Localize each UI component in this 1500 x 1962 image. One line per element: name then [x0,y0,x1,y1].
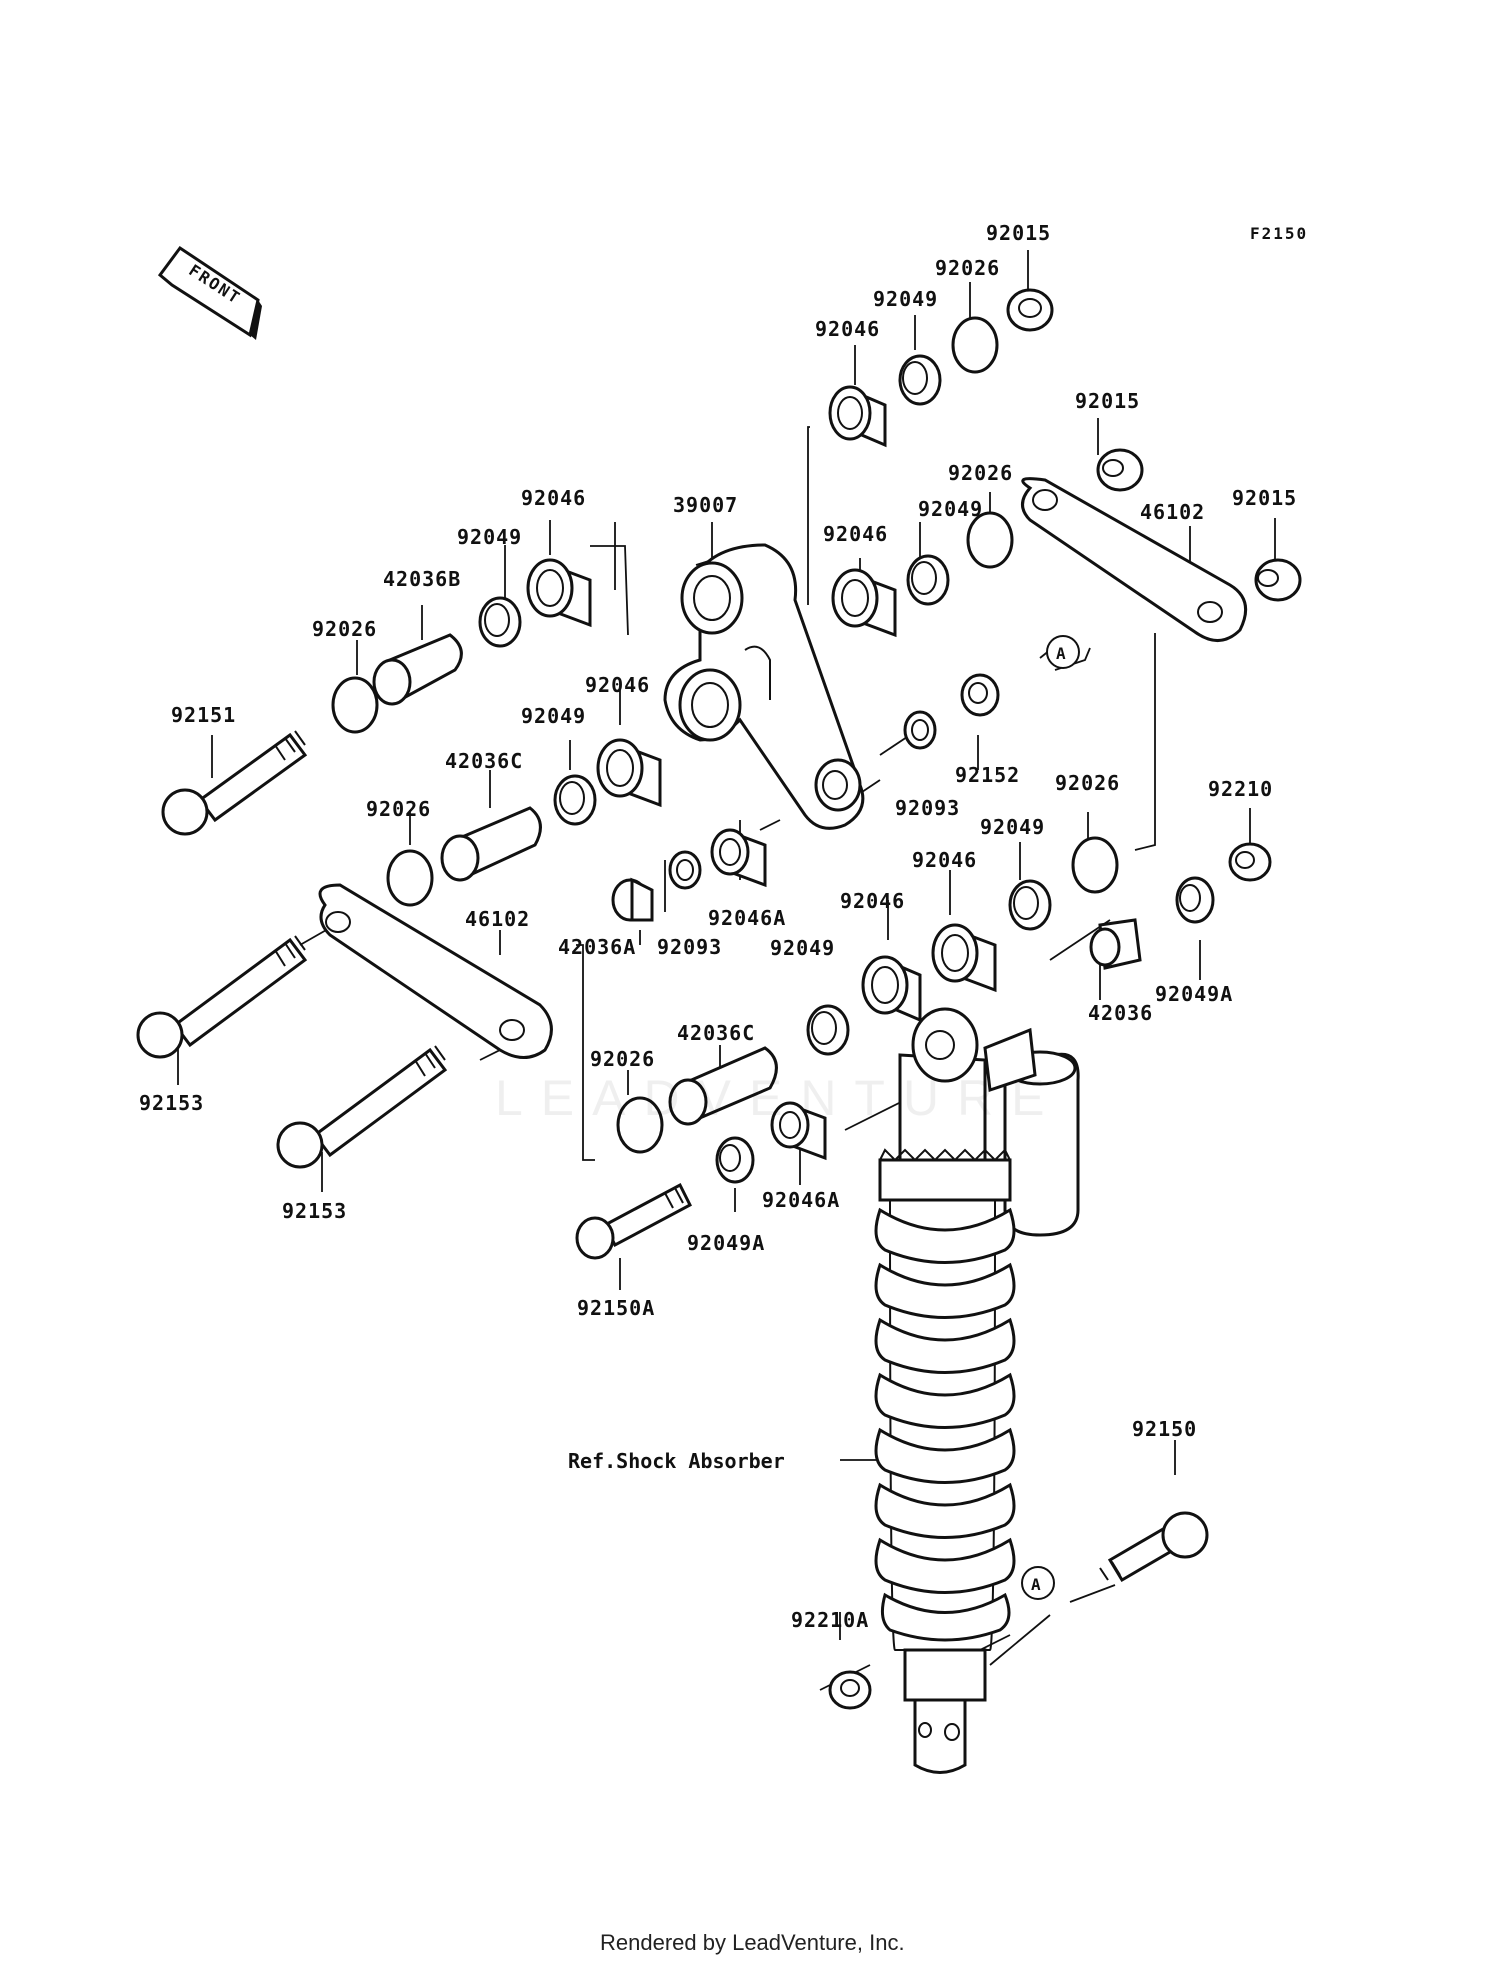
part-label: 92049 [457,525,522,549]
front-arrow-icon: FRONT [157,245,262,340]
part-label: 92049A [1155,982,1233,1006]
part-label: 92026 [1055,771,1120,795]
part-label: 92046 [815,317,880,341]
part-label: 42036C [677,1021,755,1045]
part-label: 92046A [708,906,786,930]
bolt-92151 [161,730,308,836]
washer-92026-mid [386,849,434,907]
washer-92026-left [331,676,379,734]
nut-92210A [828,1670,872,1710]
collar-42036 [1089,918,1142,970]
watermark: LEADVENTURE [495,1070,1063,1126]
seal-92049-left [478,596,522,648]
nut-92015-c [1254,558,1302,602]
part-label: 92015 [1232,486,1297,510]
part-label: 42036C [445,749,523,773]
part-label: 92150A [577,1296,655,1320]
part-label: 92046 [823,522,888,546]
part-label: 92049 [980,815,1045,839]
collar-42036B [372,633,463,706]
washer-92026-top [951,316,999,374]
bearing-92046-mid [596,738,662,808]
bolt-92153-bottom [276,1045,448,1169]
part-label: 92093 [657,935,722,959]
shock-absorber [874,1007,1080,1774]
svg-text:A: A [1056,644,1068,663]
part-label: 92049A [687,1231,765,1255]
washer-92026-right [1071,836,1119,894]
part-label: 92015 [986,221,1051,245]
part-label: 92046A [762,1188,840,1212]
collar-42036A [611,877,654,922]
bearing-92046-right [931,923,997,993]
bolt-92150 [1099,1511,1209,1583]
marker-a-top: A [1046,635,1080,669]
part-label: 92026 [935,256,1000,280]
svg-text:A: A [1031,1575,1043,1594]
part-label: 92210A [791,1608,869,1632]
collar-92152 [960,673,1000,717]
bearing-92046-top [828,385,887,448]
part-label: 92026 [590,1047,655,1071]
part-label: 92151 [171,703,236,727]
part-label: 39007 [673,493,738,517]
seal-92049-top [898,354,942,406]
washer-92026-bottom [616,1096,664,1154]
bolt-92153-top [136,935,308,1059]
seal-92049A-bottom [715,1136,755,1184]
figure-code: F2150 [1250,224,1308,243]
part-label: 42036B [383,567,461,591]
part-label: 92049 [873,287,938,311]
bearing-92046A-top [710,828,767,888]
rocker-arm-39007 [663,543,865,830]
bolt-92150A [575,1182,692,1260]
part-label: 42036 [1088,1001,1153,1025]
bearing-92046-lower [861,955,922,1023]
marker-a-bottom: A [1021,1566,1055,1600]
nut-92015-top [1006,288,1054,332]
part-label: 92153 [139,1091,204,1115]
ref-shock-absorber-label: Ref.Shock Absorber [568,1449,785,1473]
part-label: 92026 [366,797,431,821]
nut-92015-b [1096,448,1144,492]
part-label: 92210 [1208,777,1273,801]
seal-92093-left [668,850,702,890]
tie-rod-46102-left [318,883,553,1059]
bearing-92046A-bottom [770,1101,827,1161]
part-labels: 92015 92026 92049 92046 92015 92015 9202… [139,221,1297,1632]
part-label: 92049 [521,704,586,728]
bearing-92046-c [831,568,897,638]
part-label: 92049 [770,936,835,960]
seal-92049-b [906,554,950,606]
part-label: 42036A [558,935,636,959]
part-label: 92046 [912,848,977,872]
seal-92049-right [1008,879,1052,931]
part-label: 92153 [282,1199,347,1223]
part-label: 46102 [465,907,530,931]
part-label: 92026 [312,617,377,641]
part-label: 92152 [955,763,1020,787]
seal-92093-right [903,710,937,750]
part-label: 92015 [1075,389,1140,413]
seal-92049-mid [553,774,597,826]
part-label: 92049 [918,497,983,521]
collar-42036C-bottom [668,1046,778,1126]
part-label: 46102 [1140,500,1205,524]
part-label: 92046 [585,673,650,697]
collar-42036C-top [440,806,542,882]
part-label: 92150 [1132,1417,1197,1441]
part-label: 92046 [840,889,905,913]
bearing-92046-left [526,558,592,628]
footer-credit: Rendered by LeadVenture, Inc. [600,1930,905,1955]
nut-92210 [1228,842,1272,882]
part-label: 92026 [948,461,1013,485]
part-label: 92093 [895,796,960,820]
tie-rod-46102-top [1021,477,1248,642]
seal-92049A-right [1175,876,1215,924]
part-label: 92046 [521,486,586,510]
seal-92049-lower [806,1004,850,1056]
washer-92026-b [966,511,1014,569]
